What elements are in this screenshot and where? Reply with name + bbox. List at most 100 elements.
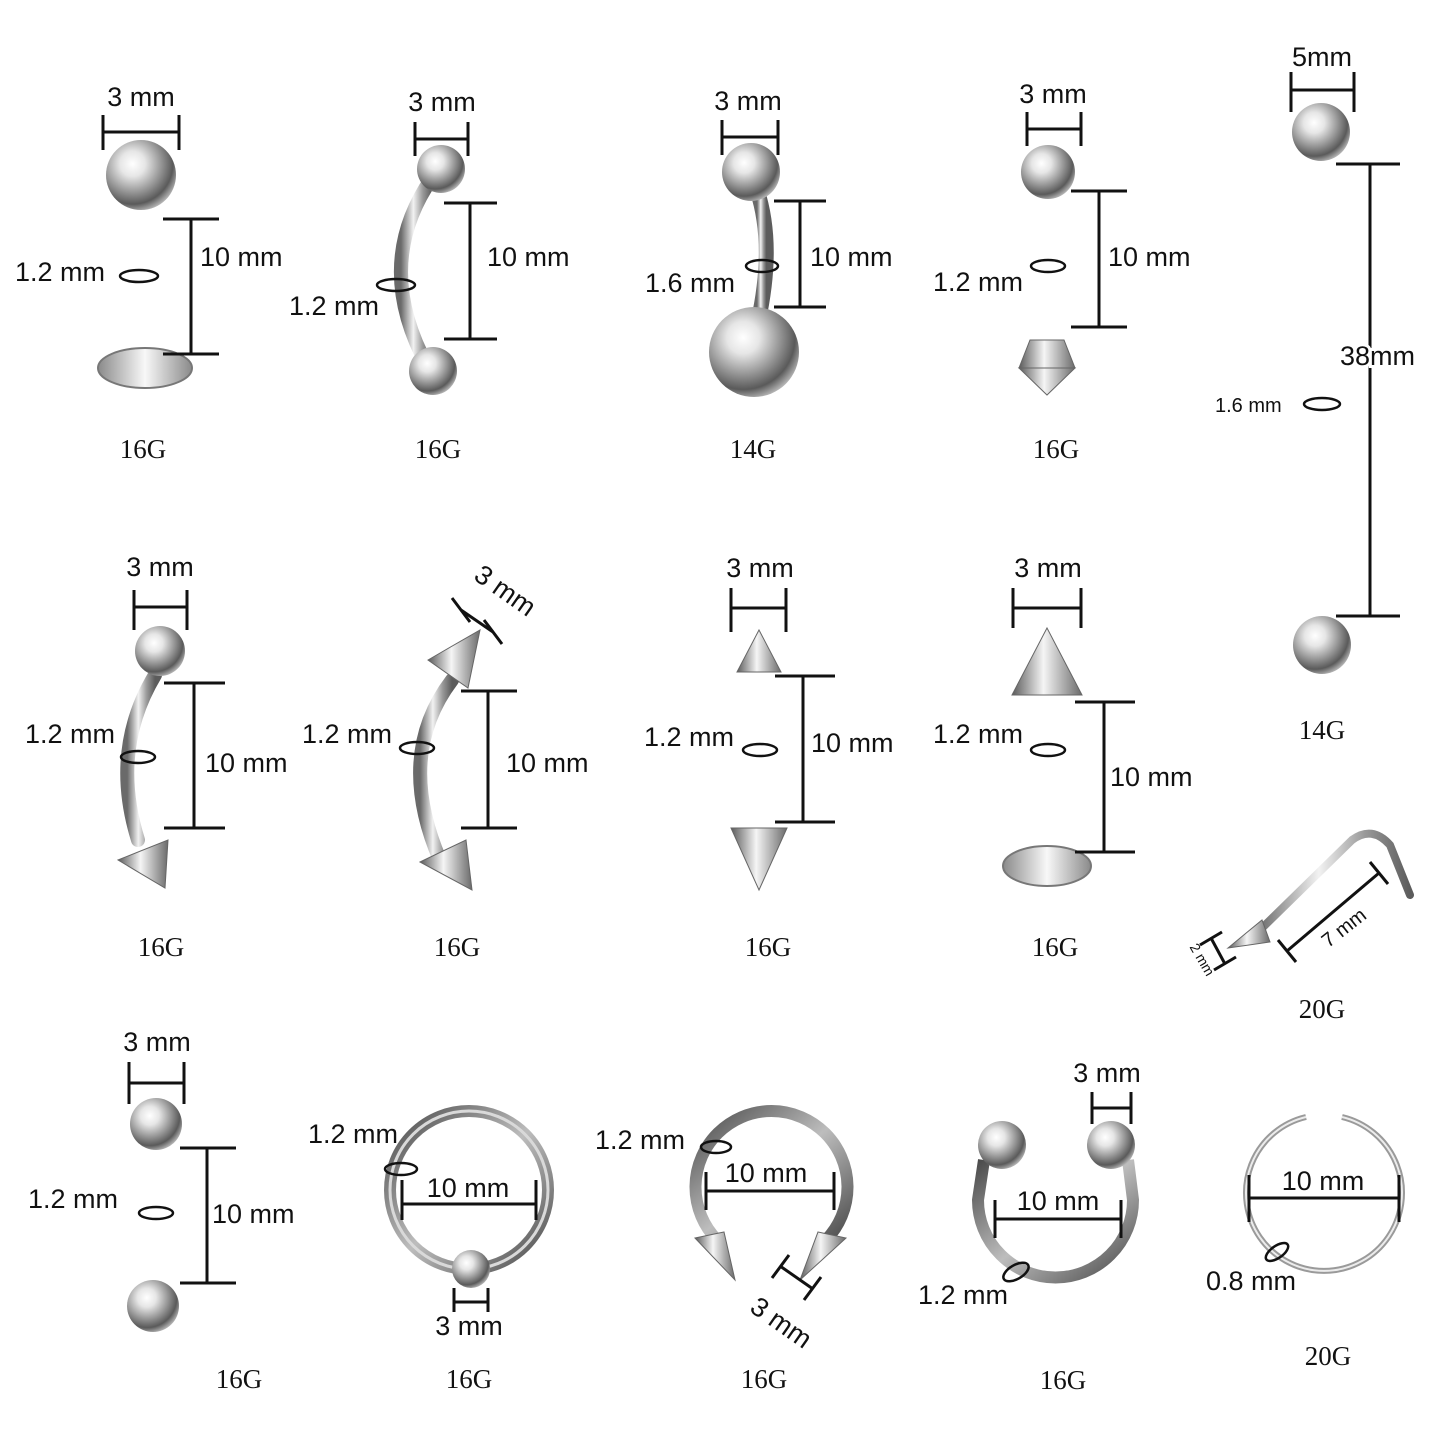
thickness-marker — [741, 742, 779, 758]
gauge-label: 16G — [446, 1364, 493, 1394]
top-dimension-marker — [101, 115, 181, 150]
diameter-dimension-marker — [400, 1180, 538, 1220]
top-dimension-label: 3 mm — [1014, 553, 1082, 583]
top-dimension-label: 3 mm — [123, 1027, 191, 1057]
thickness-marker — [375, 277, 417, 293]
thickness-label: 1.6 mm — [645, 268, 735, 298]
seamless-hoop-image — [1243, 1114, 1405, 1274]
top-dimension-marker — [720, 120, 780, 155]
thickness-marker — [1029, 742, 1067, 758]
thickness-label: 1.2 mm — [933, 267, 1023, 297]
length-dimension-marker — [774, 199, 826, 309]
top-dimension-label: 3 mm — [107, 82, 175, 112]
length-dimension-label: 10 mm — [811, 728, 894, 758]
spike-dimension-marker — [1199, 930, 1237, 972]
curved-double-spike-image — [413, 629, 481, 891]
item-nose-screw-10: 2 mm 7 mm 20G — [1187, 829, 1414, 1024]
thickness-marker — [1029, 258, 1067, 274]
thickness-marker — [1002, 1261, 1030, 1283]
thickness-marker — [137, 1205, 175, 1221]
spike-dimension-label: 3 mm — [745, 1291, 818, 1354]
thickness-label: 1.2 mm — [595, 1125, 685, 1155]
length-dimension-marker — [1075, 700, 1135, 854]
gauge-label: 20G — [1305, 1341, 1352, 1371]
item-belly-ring-3: 3 mm 10 mm 1.6 mm 14G — [645, 86, 893, 464]
spiked-horseshoe-image — [689, 1105, 854, 1282]
ball-dimension-marker — [452, 1288, 490, 1312]
thickness-label: 1.2 mm — [15, 257, 105, 287]
thickness-label: 1.2 mm — [289, 291, 379, 321]
thickness-label: 1.2 mm — [28, 1184, 118, 1214]
length-dimension-marker — [775, 674, 835, 824]
item-curved-double-spike-7: 3 mm 10 mm 1.2 mm 16G — [302, 559, 589, 962]
gauge-label: 16G — [434, 932, 481, 962]
top-dimension-label: 3 mm — [469, 559, 542, 622]
diameter-dimension-label: 10 mm — [1017, 1186, 1100, 1216]
gauge-label: 16G — [1033, 434, 1080, 464]
curved-barbell-image — [393, 145, 465, 395]
curved-spike-image — [116, 626, 185, 889]
item-curved-barbell-2: 3 mm 10 mm 1.2 mm 16G — [289, 87, 570, 464]
length-dimension-label: 7 mm — [1318, 904, 1371, 952]
thickness-label: 1.2 mm — [302, 719, 392, 749]
gauge-label: 14G — [730, 434, 777, 464]
thickness-label: 1.2 mm — [933, 719, 1023, 749]
diameter-dimension-marker — [993, 1200, 1123, 1238]
top-dimension-label: 3 mm — [1073, 1058, 1141, 1088]
thickness-marker — [118, 268, 160, 284]
length-dimension-label: 10 mm — [1110, 762, 1193, 792]
item-straight-barbell-11: 3 mm 10 mm 1.2 mm 16G — [28, 1027, 295, 1394]
nose-screw-image — [1226, 829, 1414, 949]
gauge-label: 14G — [1299, 715, 1346, 745]
labret-stud-image — [97, 140, 193, 389]
thickness-marker — [1264, 1241, 1290, 1263]
length-dimension-label: 10 mm — [205, 748, 288, 778]
length-dimension-label: 10 mm — [810, 242, 893, 272]
gauge-label: 16G — [745, 932, 792, 962]
thickness-label: 1.2 mm — [644, 722, 734, 752]
thickness-marker — [398, 740, 436, 756]
length-dimension-label: 10 mm — [200, 242, 283, 272]
diameter-dimension-label: 10 mm — [725, 1158, 808, 1188]
item-seamless-hoop-15: 10 mm 0.8 mm 20G — [1206, 1114, 1405, 1371]
top-dimension-label: 5mm — [1292, 42, 1352, 72]
gauge-label: 16G — [415, 434, 462, 464]
gauge-label: 16G — [741, 1364, 788, 1394]
item-spiked-horseshoe-13: 10 mm 3 mm 1.2 mm 16G — [595, 1105, 854, 1394]
gauge-label: 16G — [1032, 932, 1079, 962]
item-spike-labret-9: 3 mm 10 mm 1.2 mm 16G — [933, 553, 1193, 962]
top-dimension-label: 3 mm — [726, 553, 794, 583]
straight-barbell-image — [127, 1098, 182, 1332]
top-dimension-marker — [1090, 1092, 1133, 1124]
spike-dimension-marker — [770, 1254, 823, 1301]
gauge-label: 16G — [1040, 1365, 1087, 1395]
top-dimension-label: 3 mm — [408, 87, 476, 117]
top-dimension-marker — [450, 597, 504, 645]
top-dimension-label: 3 mm — [126, 552, 194, 582]
top-dimension-marker — [729, 588, 788, 632]
captive-bead-ring-image — [384, 1105, 554, 1288]
ball-dimension-label: 3 mm — [435, 1311, 503, 1341]
spike-barbell-image — [1017, 145, 1077, 396]
thickness-marker — [1302, 396, 1342, 412]
thickness-label: 1.2 mm — [25, 719, 115, 749]
top-dimension-label: 3 mm — [714, 86, 782, 116]
gauge-label: 16G — [216, 1364, 263, 1394]
top-dimension-marker — [127, 1062, 186, 1104]
length-dimension-marker — [1071, 189, 1127, 329]
item-labret-1: 3 mm 10 mm 1.2 mm 16G — [15, 82, 283, 464]
item-horseshoe-14: 3 mm 10 mm 1.2 mm 16G — [918, 1058, 1141, 1395]
length-dimension-marker — [164, 681, 225, 830]
top-dimension-marker — [1289, 72, 1356, 112]
gauge-label: 16G — [120, 434, 167, 464]
item-captive-bead-ring-12: 10 mm 3 mm 1.2 mm 16G — [308, 1105, 554, 1394]
straight-double-spike-image — [730, 628, 788, 892]
top-dimension-marker — [413, 122, 470, 156]
gauge-label: 16G — [138, 932, 185, 962]
diameter-dimension-label: 10 mm — [1282, 1166, 1365, 1196]
spike-labret-image — [1002, 626, 1092, 887]
thickness-label: 1.2 mm — [308, 1119, 398, 1149]
item-spike-barbell-4: 3 mm 10 mm 1.2 mm 16G — [933, 79, 1191, 464]
length-dimension-marker — [461, 689, 517, 830]
